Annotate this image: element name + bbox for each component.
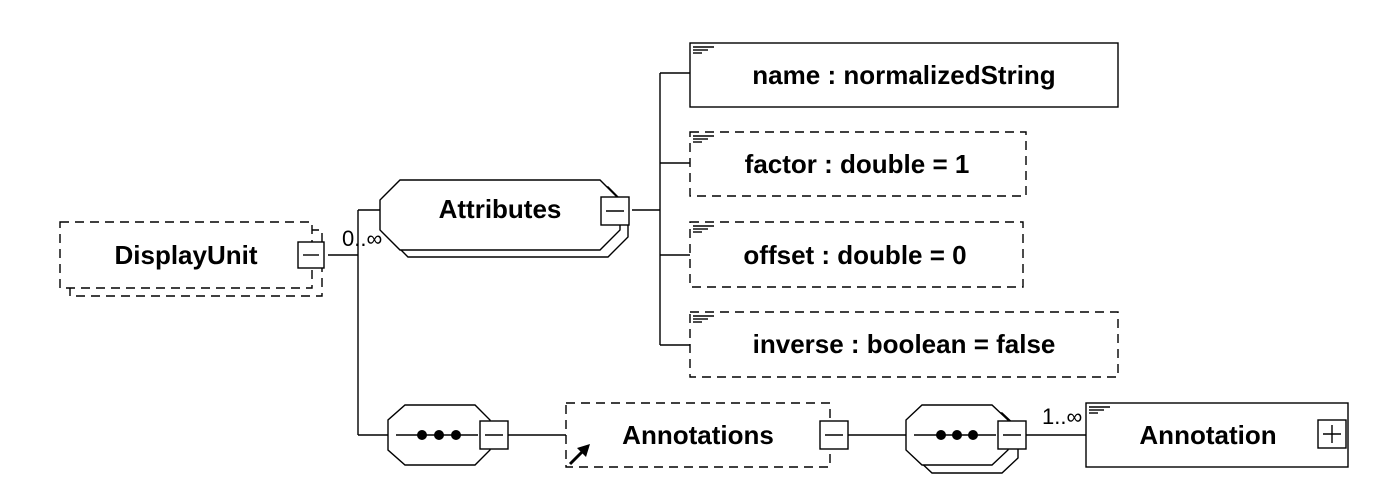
- attribute-icon: [693, 46, 714, 54]
- connectors: [328, 72, 1086, 436]
- element-icon: [1089, 406, 1110, 414]
- sequence-icon: [936, 430, 978, 440]
- cardinality-label: 1..∞: [1042, 404, 1082, 429]
- attribute-offset[interactable]: offset : double = 0: [689, 221, 1024, 288]
- attribute-label: offset : double = 0: [743, 240, 966, 270]
- collapse-toggle-icon[interactable]: [479, 420, 509, 450]
- collapse-toggle-icon[interactable]: [297, 241, 325, 269]
- collapse-toggle-icon[interactable]: [600, 196, 630, 226]
- attribute-label: inverse : boolean = false: [753, 329, 1056, 359]
- element-label: Annotation: [1139, 420, 1276, 450]
- element-label: DisplayUnit: [114, 240, 257, 270]
- attribute-icon: [693, 135, 714, 143]
- attribute-icon: [693, 315, 714, 323]
- attribute-label: factor : double = 1: [745, 149, 970, 179]
- attribute-inverse[interactable]: inverse : boolean = false: [689, 311, 1119, 378]
- attribute-name[interactable]: name : normalizedString: [689, 42, 1119, 108]
- collapse-toggle-icon[interactable]: [819, 420, 849, 450]
- sequence-icon: [417, 430, 461, 440]
- sequence-compositor-1[interactable]: [387, 404, 509, 466]
- collapse-toggle-icon[interactable]: [997, 420, 1027, 450]
- expand-toggle-icon[interactable]: [1317, 419, 1347, 449]
- attribute-label: name : normalizedString: [752, 60, 1055, 90]
- attributes-group[interactable]: Attributes 0..∞: [342, 179, 630, 258]
- attributes-group-label: Attributes: [439, 194, 562, 224]
- element-label: Annotations: [622, 420, 774, 450]
- attribute-factor[interactable]: factor : double = 1: [689, 131, 1027, 197]
- reference-arrow-icon: [568, 444, 590, 466]
- sequence-compositor-2[interactable]: [905, 404, 1027, 474]
- attribute-icon: [693, 225, 714, 233]
- element-annotation[interactable]: Annotation 1..∞: [1042, 402, 1349, 468]
- element-displayunit[interactable]: DisplayUnit: [59, 221, 325, 297]
- cardinality-label: 0..∞: [342, 226, 382, 251]
- element-annotations[interactable]: Annotations: [565, 402, 849, 468]
